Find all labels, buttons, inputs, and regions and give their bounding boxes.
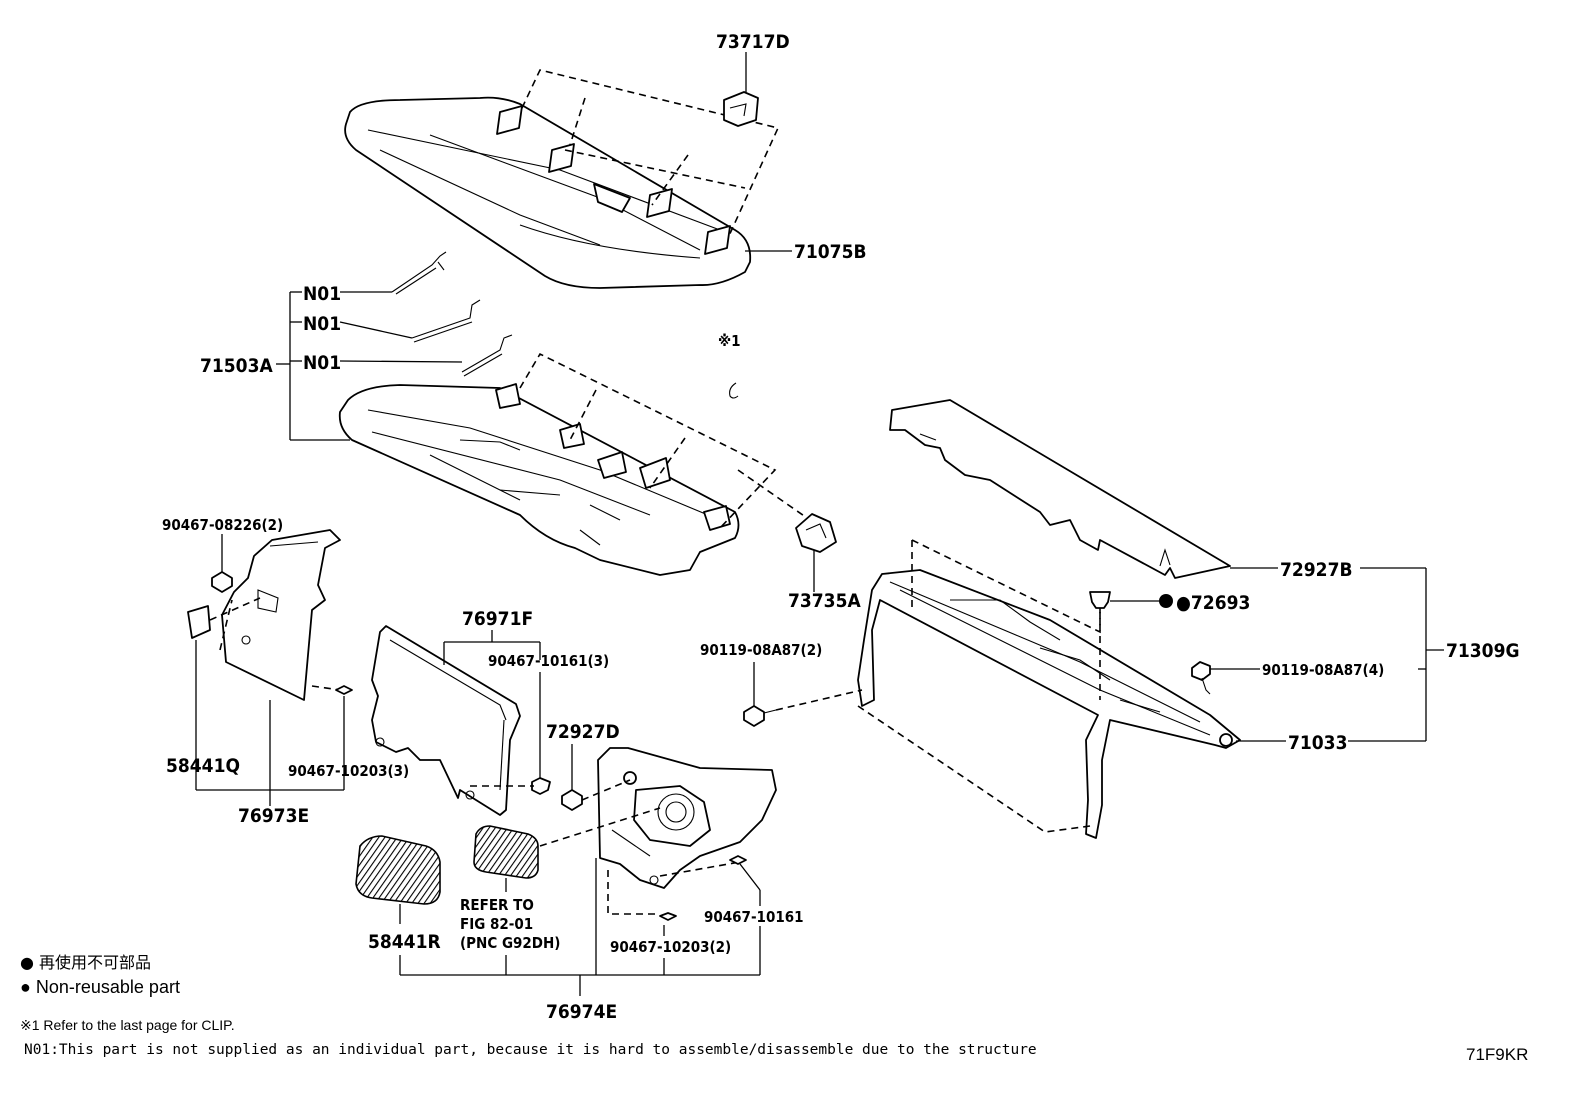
note-clip: ※1 Refer to the last page for CLIP. (20, 1017, 235, 1033)
callout-ref1: ※1 (718, 332, 741, 350)
callout-72927b: 72927B (1280, 559, 1353, 581)
callout-73735a: 73735A (788, 590, 861, 612)
bolt-90119-08a87-4 (1191, 661, 1211, 695)
wire-n01 (391, 251, 513, 377)
non-reusable-dot-icon (1159, 594, 1173, 608)
callout-76973e: 76973E (238, 805, 309, 827)
seat-back-cushion-71075b (344, 96, 752, 289)
clip-73735a (795, 513, 837, 553)
callout-71309g: 71309G (1446, 640, 1520, 662)
leader-76971f (443, 630, 541, 780)
leader-76974e (399, 858, 761, 996)
legend-japanese: ● 再使用不可部品 (20, 953, 151, 972)
refer-line-2: FIG 82-01 (460, 915, 533, 933)
panel-72927b (889, 399, 1231, 579)
callout-76971f: 76971F (462, 608, 533, 630)
callout-71075b: 71075B (794, 241, 867, 263)
leader-71309g (1348, 567, 1444, 742)
refer-line-1: REFER TO (460, 896, 534, 914)
clip-hook-icon (729, 382, 739, 399)
trim-panel-76973e (221, 529, 341, 701)
legend-english: ● Non-reusable part (20, 977, 180, 997)
callout-71033: 71033 (1288, 732, 1347, 754)
leader-76973e (195, 640, 345, 806)
callout-90467-10203-3: 90467-10203(3) (288, 762, 409, 780)
leader-71503a (276, 291, 463, 441)
callout-n01-3: N01 (303, 352, 341, 374)
seat-cushion-frame-71503a (338, 383, 740, 576)
callout-90467-10161-3: 90467-10161(3) (488, 652, 609, 670)
plate-58441q (187, 605, 211, 639)
callout-58441q: 58441Q (166, 755, 240, 777)
callout-90467-10203-2: 90467-10203(2) (610, 938, 731, 956)
bolt-90119-08a87-2 (743, 705, 777, 727)
callout-58441r: 58441R (368, 931, 441, 953)
callout-72927d: 72927D (546, 721, 620, 743)
callout-76974e: 76974E (546, 1001, 617, 1023)
callout-90467-08226: 90467-08226(2) (162, 516, 283, 534)
speaker-grille-58441r (355, 835, 441, 905)
clip-72693 (1089, 591, 1111, 609)
speaker-grille-center (473, 825, 539, 879)
clip-72927d (561, 789, 583, 811)
callout-90467-10161: 90467-10161 (704, 908, 804, 926)
callout-n01-1: N01 (303, 283, 341, 305)
callout-71503a: 71503A (200, 355, 273, 377)
trim-panel-76971f (371, 625, 521, 816)
callout-73717d: 73717D (716, 31, 790, 53)
note-n01: N01:This part is not supplied as an indi… (24, 1042, 1037, 1058)
trim-panel-76974e (597, 747, 777, 889)
callout-72693: ●72693 (1176, 592, 1250, 614)
clip-73717d (723, 91, 759, 127)
callout-90119-08a87-4: 90119-08A87(4) (1262, 661, 1384, 679)
callout-n01-2: N01 (303, 313, 341, 335)
figure-id: 71F9KR (1466, 1045, 1528, 1064)
refer-line-3: (PNC G92DH) (460, 934, 560, 952)
frame-71033 (857, 569, 1241, 839)
clip-90467-08226 (211, 571, 233, 593)
callout-90119-08a87-2: 90119-08A87(2) (700, 641, 822, 659)
